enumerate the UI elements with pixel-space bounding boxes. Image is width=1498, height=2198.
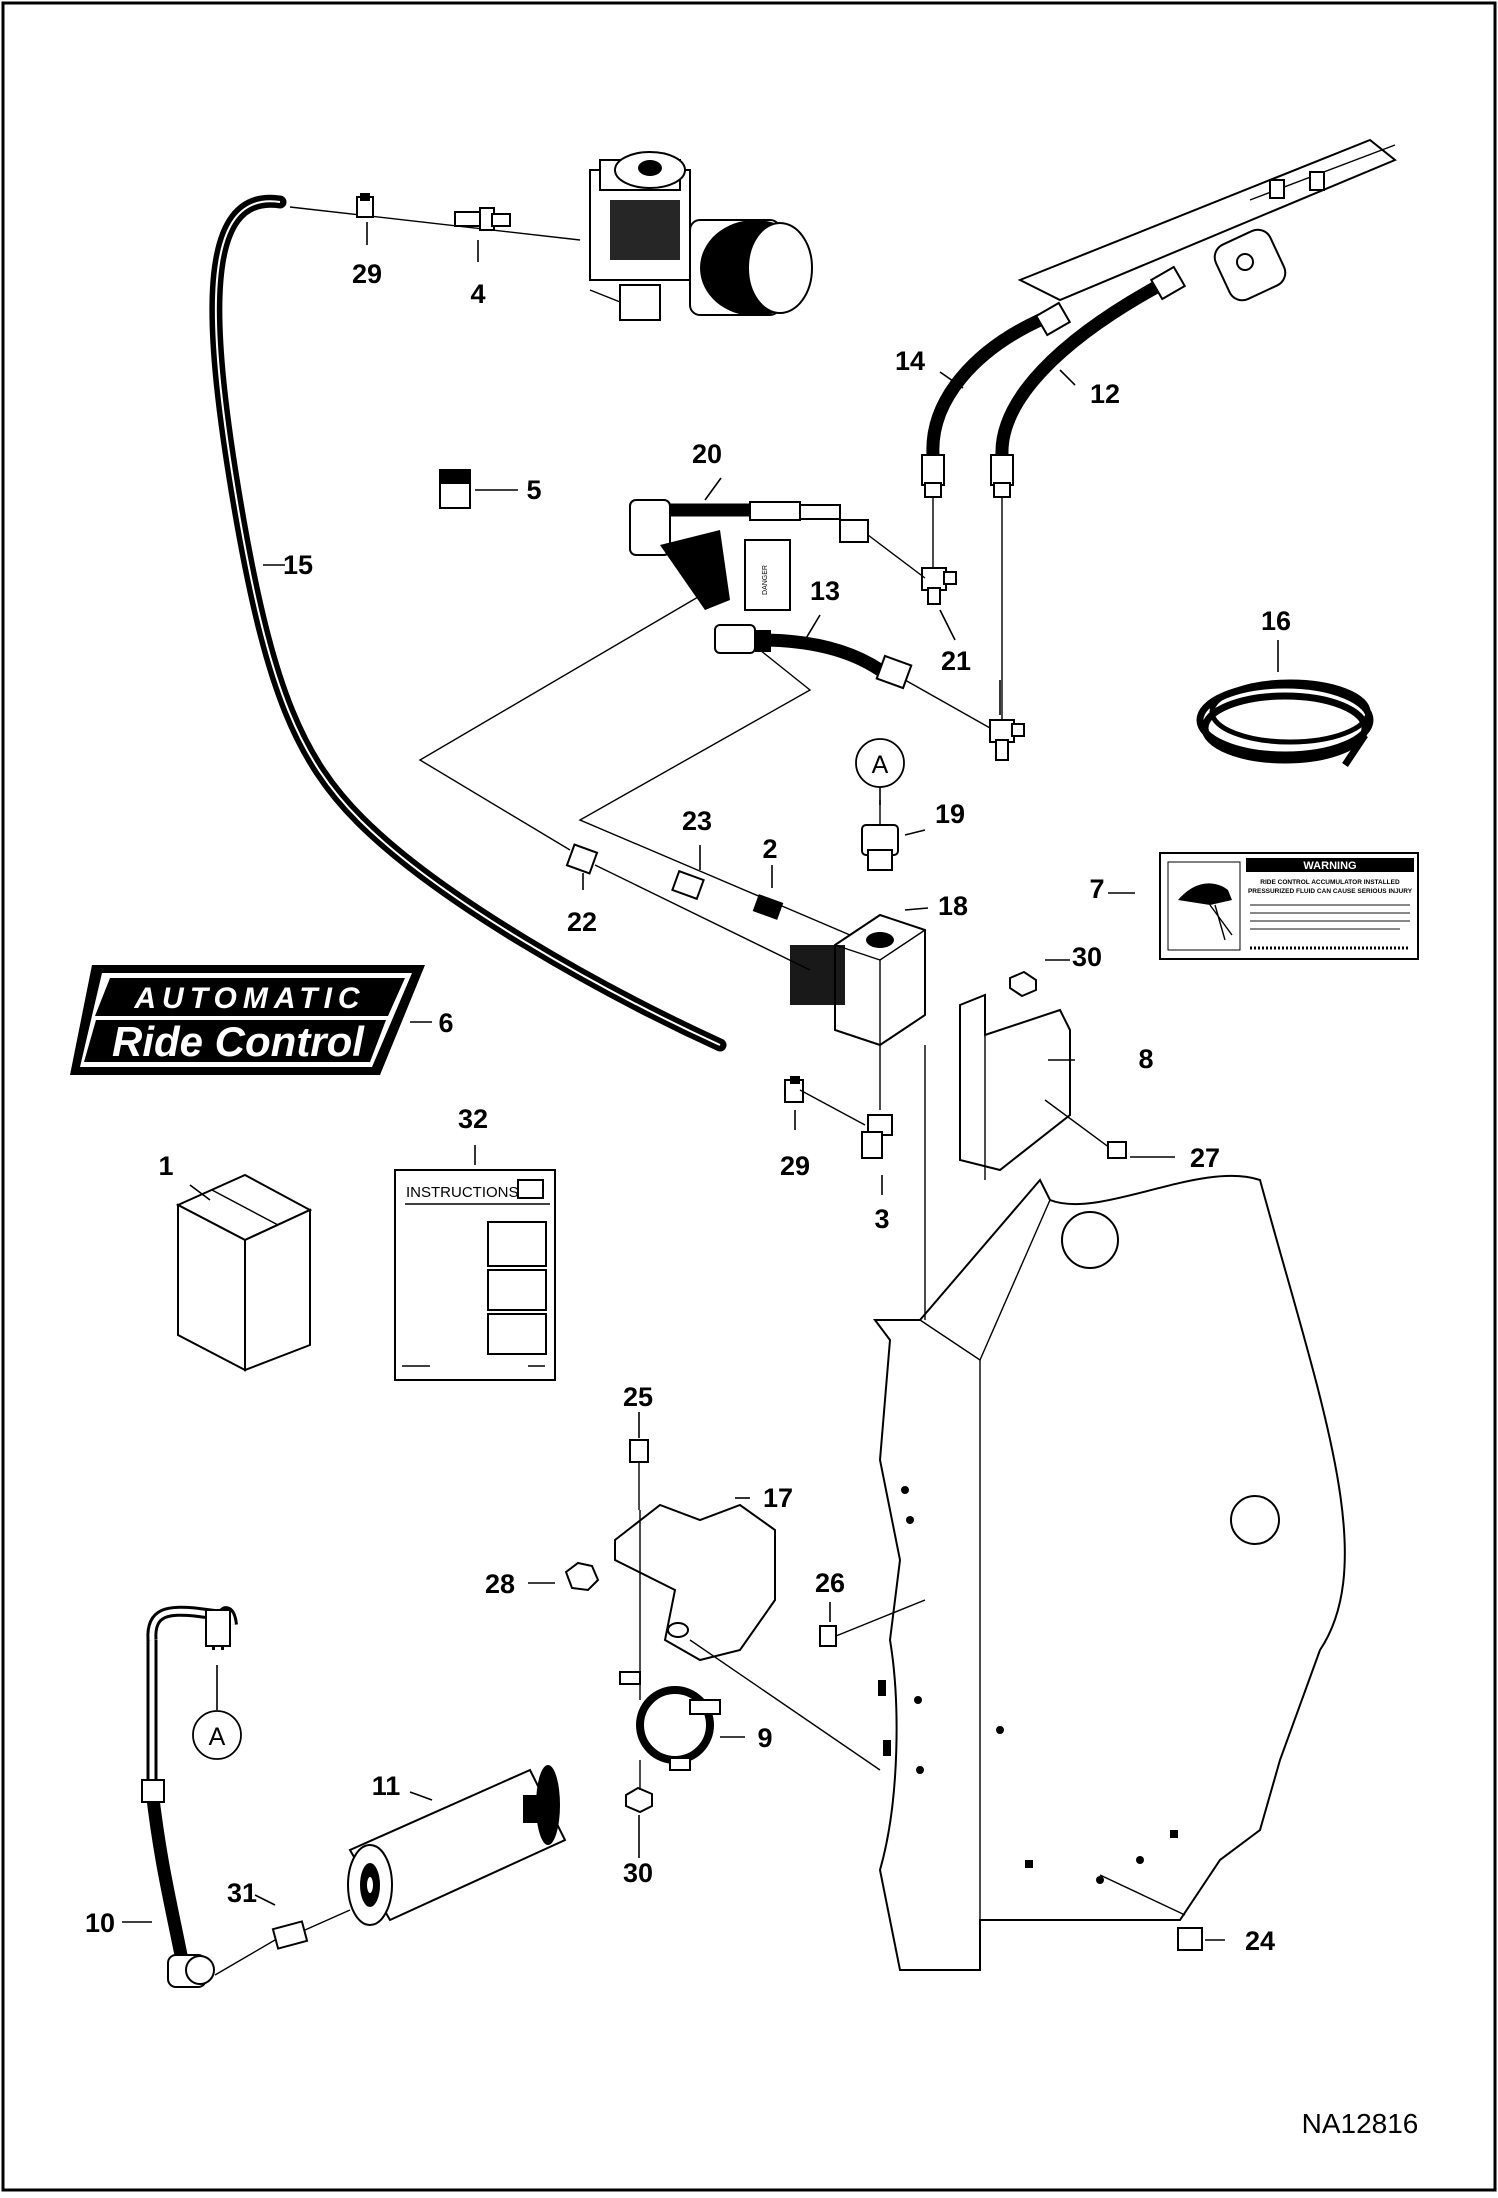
bolt-27	[1044, 1099, 1127, 1159]
callout-27: 27	[1190, 1143, 1220, 1173]
callout-7: 7	[1089, 874, 1104, 904]
callout-10: 10	[85, 1908, 115, 1938]
callout-30-top: 30	[1072, 942, 1102, 972]
decal-line-ride-control: Ride Control	[112, 1018, 365, 1065]
routing-line-1	[418, 589, 711, 851]
callout-32: 32	[458, 1104, 488, 1134]
hose-15	[209, 194, 727, 1052]
warning-decal: WARNING RIDE CONTROL ACCUMULATOR INSTALL…	[1159, 852, 1419, 960]
callout-29-lower: 29	[780, 1151, 810, 1181]
tee-fitting-21-lower	[989, 719, 1025, 761]
elbow-fitting-3	[861, 1114, 893, 1159]
callout-3: 3	[874, 1204, 889, 1234]
nut-30-upper	[1009, 970, 1037, 998]
nut-28	[564, 1561, 600, 1592]
callout-28: 28	[485, 1569, 515, 1599]
fitting-23	[671, 869, 705, 901]
lift-cylinder	[1017, 138, 1397, 302]
callout-29-top: 29	[352, 259, 382, 289]
callout-4: 4	[470, 279, 485, 309]
part-5-block	[439, 469, 471, 509]
callout-30-lower: 30	[623, 1858, 653, 1888]
fitting-31	[214, 1909, 351, 1976]
callout-9: 9	[757, 1723, 772, 1753]
clamp-9	[619, 1671, 721, 1771]
warning-header: WARNING	[1303, 860, 1356, 872]
loader-frame-plate	[873, 1174, 1346, 1971]
callout-31: 31	[227, 1878, 257, 1908]
routing-line-2	[578, 649, 851, 936]
warning-line2: PRESSURIZED FLUID CAN CAUSE SERIOUS INJU…	[1248, 888, 1413, 895]
callout-labels: 29 4 5 20 14 12 15 13 16 21 19 23 2 18 7…	[85, 259, 1418, 2139]
fitting-4	[289, 206, 581, 241]
callout-21: 21	[941, 646, 971, 676]
fitting-2	[752, 894, 784, 920]
fitting-22	[565, 843, 811, 971]
warning-line1: RIDE CONTROL ACCUMULATOR INSTALLED	[1260, 879, 1400, 886]
valve-block-18	[790, 913, 926, 1047]
hose-16-coil	[1196, 679, 1374, 767]
ride-control-decal: AUTOMATIC Ride Control	[70, 965, 425, 1075]
instructions-sheet-32: INSTRUCTIONS	[394, 1169, 556, 1381]
fitting-19	[861, 800, 899, 871]
callout-13: 13	[810, 576, 840, 606]
hose-12	[990, 265, 1187, 498]
decal-line-automatic: AUTOMATIC	[133, 982, 365, 1015]
hose-clamp-29-top	[356, 193, 374, 218]
hose-20: DANGER	[629, 499, 926, 611]
callout-17: 17	[763, 1483, 793, 1513]
callout-26: 26	[815, 1568, 845, 1598]
instructions-title: INSTRUCTIONS	[406, 1184, 519, 1201]
accumulator-11	[347, 1765, 567, 1926]
callout-23: 23	[682, 806, 712, 836]
hose-clamp-29-lower	[784, 1076, 866, 1126]
hose-13	[714, 624, 991, 729]
bolt-26	[819, 1599, 926, 1647]
svg-text:A: A	[872, 751, 889, 779]
hand-spray-icon	[1178, 883, 1232, 905]
nut-30-lower	[625, 1786, 653, 1814]
callout-11: 11	[372, 1771, 401, 1801]
callout-2: 2	[762, 834, 777, 864]
callout-14: 14	[895, 346, 925, 376]
callout-15: 15	[283, 550, 313, 580]
callout-16: 16	[1261, 606, 1291, 636]
svg-text:DANGER: DANGER	[762, 565, 769, 595]
callout-5: 5	[526, 475, 541, 505]
bolt-25	[629, 1439, 649, 1510]
tee-fitting-21-upper	[921, 567, 957, 605]
callout-18: 18	[938, 891, 968, 921]
connection-marker-a-bottom: A	[192, 1710, 242, 1760]
bracket-8	[959, 993, 1071, 1180]
callout-25: 25	[623, 1382, 653, 1412]
callout-1: 1	[158, 1151, 173, 1181]
callout-24: 24	[1245, 1926, 1275, 1956]
callout-6: 6	[438, 1008, 453, 1038]
connection-marker-a-top: A	[855, 738, 905, 788]
callout-12: 12	[1090, 379, 1120, 409]
hose-10	[141, 1605, 238, 1988]
callout-22: 22	[567, 907, 597, 937]
callout-20: 20	[692, 439, 722, 469]
kit-box-1	[175, 1173, 313, 1372]
leader-lines	[122, 222, 1279, 1951]
hydraulic-pump-assembly	[589, 151, 813, 321]
callout-8: 8	[1138, 1044, 1153, 1074]
figure-id: NA12816	[1302, 2108, 1419, 2139]
callout-19: 19	[935, 799, 965, 829]
bracket-17	[614, 1503, 881, 1771]
svg-text:A: A	[209, 1723, 226, 1751]
